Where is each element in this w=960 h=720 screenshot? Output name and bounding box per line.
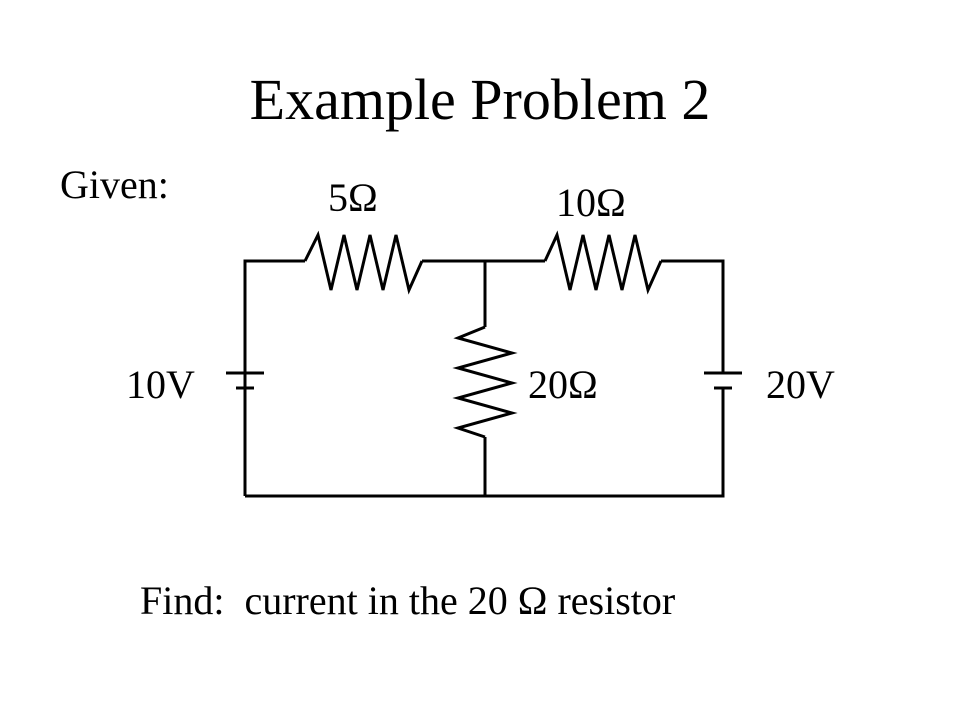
resistor-10-ohm bbox=[543, 230, 663, 295]
source-20v-label: 20V bbox=[766, 362, 835, 407]
resistor-5-ohm-label: 5Ω bbox=[328, 175, 378, 220]
resistor-20-ohm bbox=[452, 325, 518, 439]
slide-title: Example Problem 2 bbox=[249, 67, 711, 132]
wire-top-left bbox=[243, 259, 305, 496]
resistor-20-ohm-label: 20Ω bbox=[528, 362, 598, 407]
wire-top-right bbox=[661, 259, 725, 373]
find-statement: Find: current in the 20 Ω resistor bbox=[140, 578, 676, 623]
given-label: Given: bbox=[60, 162, 169, 207]
wire-bottom bbox=[245, 388, 725, 498]
source-10v-label: 10V bbox=[126, 362, 195, 407]
resistor-5-ohm bbox=[303, 230, 424, 295]
resistor-10-ohm-label: 10Ω bbox=[556, 180, 626, 225]
